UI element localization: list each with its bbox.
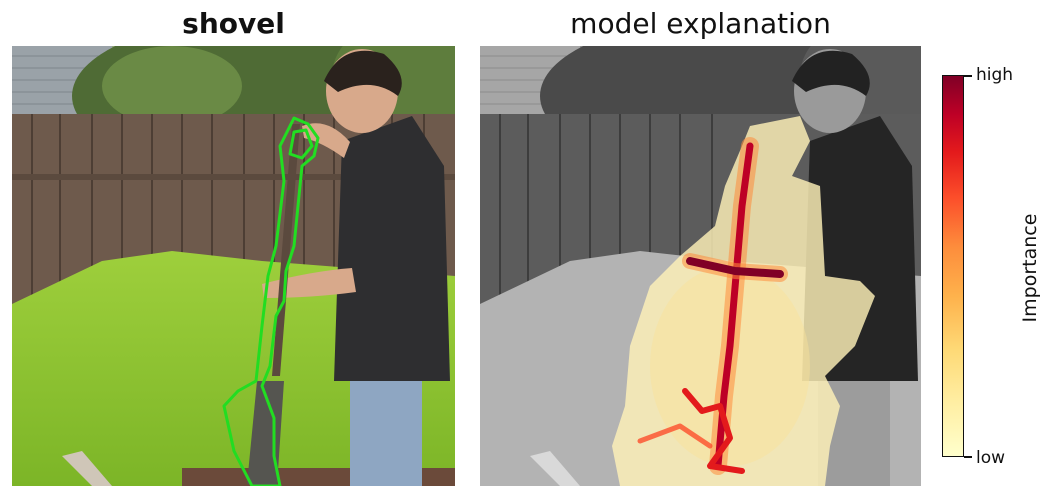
importance-colorbar xyxy=(942,75,964,457)
colorbar-label: Importance xyxy=(1019,213,1041,323)
explanation-heatmap xyxy=(480,46,921,486)
shovel-outline xyxy=(222,116,320,486)
high-tick xyxy=(964,75,972,77)
low-tick xyxy=(964,456,972,458)
original-photo xyxy=(12,46,455,486)
high-label: high xyxy=(976,65,1014,85)
image-title: shovel xyxy=(182,7,285,40)
explanation-title: model explanation xyxy=(570,7,831,40)
low-label: low xyxy=(976,448,1006,468)
